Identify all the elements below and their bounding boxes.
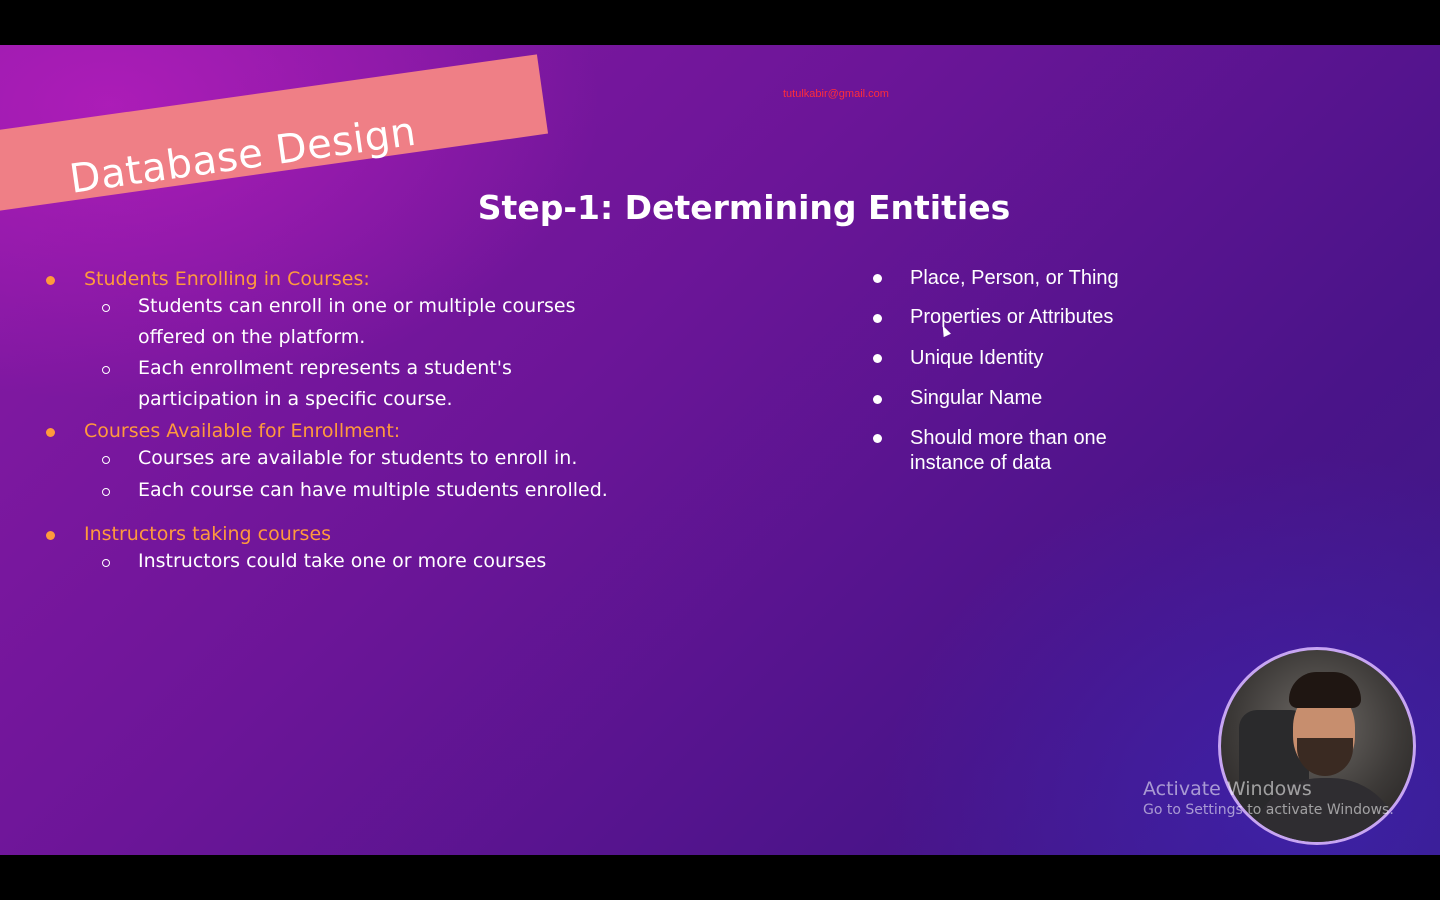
list-item: instance of data [910,452,1052,474]
presenter-hair [1289,672,1361,708]
list-item-line: Students can enroll in one or multiple c… [138,295,576,317]
list-heading: Students Enrolling in Courses: [84,268,370,290]
list-item-line: participation in a specific course. [138,388,453,410]
sub-bullet-icon [102,559,110,567]
bullet-icon [873,354,882,363]
presentation-slide: Database Design tutulkabir@gmail.com Ste… [0,45,1440,855]
list-item: Properties or Attributes [910,306,1114,328]
list-item-line: Each course can have multiple students e… [138,479,608,501]
list-item-line: offered on the platform. [138,326,366,348]
list-item-line: Instructors could take one or more cours… [138,550,547,572]
list-item-line: Each enrollment represents a student's [138,357,512,379]
bullet-icon [873,395,882,404]
list-heading: Courses Available for Enrollment: [84,420,401,442]
email-watermark: tutulkabir@gmail.com [783,88,889,100]
bullet-icon [873,434,882,443]
list-item-line: Courses are available for students to en… [138,447,578,469]
sub-bullet-icon [102,488,110,496]
list-heading: Instructors taking courses [84,523,332,545]
webcam-overlay [1218,647,1416,845]
sub-bullet-icon [102,304,110,312]
sub-bullet-icon [102,366,110,374]
list-item: Should more than one [910,427,1107,449]
left-bullet-list: Students Enrolling in Courses: Students … [0,45,800,645]
bullet-icon [46,428,55,437]
list-item: Place, Person, or Thing [910,267,1119,289]
bullet-icon [46,276,55,285]
bullet-icon [873,274,882,283]
slide-title: Step-1: Determining Entities [477,188,1011,227]
sub-bullet-icon [102,456,110,464]
activate-windows-title: Activate Windows [1143,778,1312,800]
bullet-icon [46,531,55,540]
list-item: Singular Name [910,387,1043,409]
bullet-icon [873,314,882,323]
list-item: Unique Identity [910,347,1044,369]
activate-windows-subtitle: Go to Settings to activate Windows. [1143,802,1394,818]
